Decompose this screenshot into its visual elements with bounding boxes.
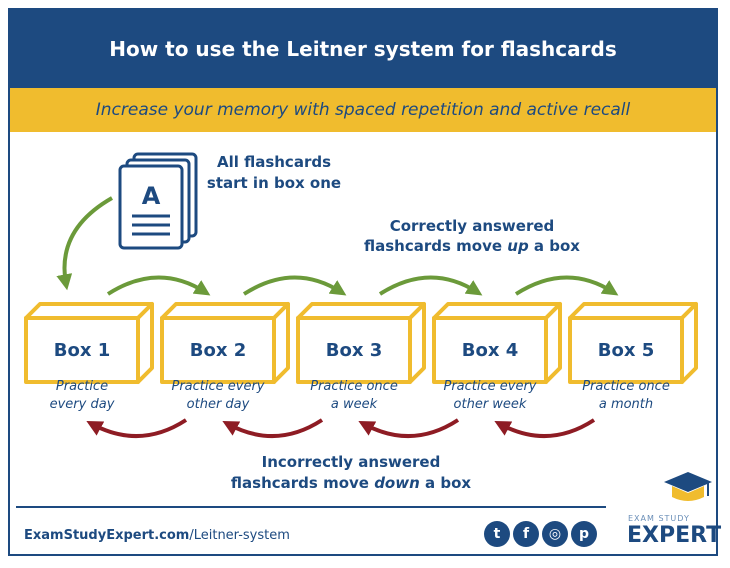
demote-arrow-1 <box>86 418 188 439</box>
footer-url[interactable]: ExamStudyExpert.com/Leitner-system <box>24 528 290 543</box>
start-arrow <box>56 196 113 291</box>
down-note-line1: Incorrectly answered <box>262 453 441 471</box>
promote-arrow-1 <box>106 275 211 296</box>
promote-arrows <box>106 275 619 296</box>
logo-tagline: EXAM STUDY <box>628 514 690 523</box>
down-note-line2: flashcards move down a box <box>231 474 471 492</box>
infographic-frame: How to use the Leitner system for flashc… <box>8 8 718 556</box>
start-note-line2: start in box one <box>207 174 341 192</box>
boxes: Box 1 Practice every day Box 2 Practice ever… <box>24 302 698 412</box>
demote-arrow-2 <box>222 418 324 439</box>
box-2: Box 2 Practice every other day <box>160 302 290 412</box>
facebook-icon[interactable]: f <box>513 521 539 547</box>
practice-frequency-line1: Practice every <box>171 379 264 394</box>
twitter-icon[interactable]: t <box>484 521 510 547</box>
practice-frequency-line2: every day <box>50 397 115 412</box>
demote-arrow-4 <box>494 418 596 439</box>
practice-frequency-line2: a week <box>331 397 378 412</box>
demote-arrows <box>86 418 596 439</box>
logo-wordmark: EXPERT <box>627 523 722 548</box>
subtitle-banner: Increase your memory with spaced repetit… <box>10 88 716 132</box>
page-title: How to use the Leitner system for flashc… <box>10 10 716 88</box>
practice-frequency-line1: Practice once <box>310 379 398 394</box>
promote-arrow-4 <box>514 275 619 296</box>
box-1: Box 1 Practice every day <box>24 302 154 412</box>
up-note-line1: Correctly answered <box>390 217 555 235</box>
instagram-icon[interactable]: ◎ <box>542 521 568 547</box>
promote-arrow-2 <box>242 275 347 296</box>
practice-frequency-line1: Practice once <box>582 379 670 394</box>
box-label: Box 2 <box>190 340 247 361</box>
flashcard-stack-icon: A <box>118 152 198 250</box>
card-letter: A <box>142 182 161 210</box>
practice-frequency-line2: other week <box>454 397 527 412</box>
start-note-line1: All flashcards <box>217 153 331 171</box>
promote-arrow-3 <box>378 275 483 296</box>
graduation-cap-icon <box>664 472 712 501</box>
pinterest-icon[interactable]: p <box>571 521 597 547</box>
box-5: Box 5 Practice once a month <box>568 302 698 412</box>
footer-divider <box>16 506 606 508</box>
box-label: Box 4 <box>462 340 519 361</box>
box-label: Box 3 <box>326 340 383 361</box>
practice-frequency-line1: Practice <box>56 379 108 394</box>
practice-frequency-line2: a month <box>599 397 653 412</box>
box-4: Box 4 Practice every other week <box>432 302 562 412</box>
practice-frequency-line2: other day <box>187 397 250 412</box>
practice-frequency-line1: Practice every <box>443 379 536 394</box>
box-3: Box 3 Practice once a week <box>296 302 426 412</box>
box-label: Box 1 <box>54 340 111 361</box>
demote-arrow-3 <box>358 418 460 439</box>
up-note-line2: flashcards move up a box <box>364 237 580 255</box>
box-label: Box 5 <box>598 340 655 361</box>
